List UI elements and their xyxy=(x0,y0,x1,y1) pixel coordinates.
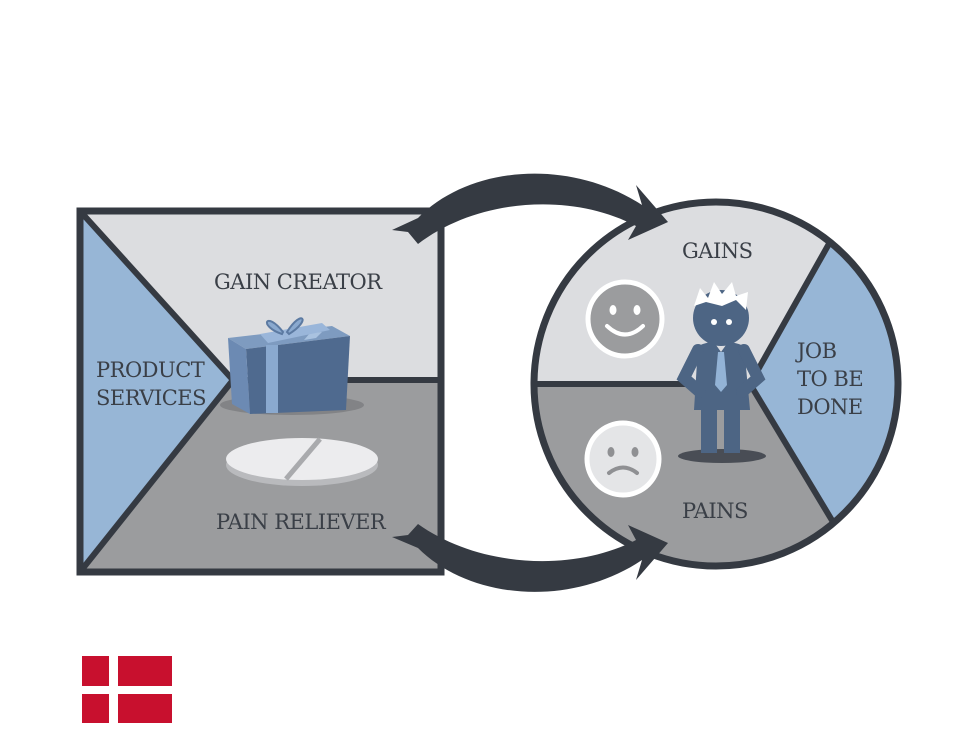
product-services-line-2: SERVICES xyxy=(96,386,207,410)
smiley-sad-icon xyxy=(584,420,662,498)
product-services-label: PRODUCT SERVICES xyxy=(96,356,207,412)
product-services-line-1: PRODUCT xyxy=(96,358,205,382)
gain-creator-label: GAIN CREATOR xyxy=(214,270,382,294)
pill-icon xyxy=(226,437,378,486)
job-line-1: JOB xyxy=(797,339,837,363)
cycle-arrow-icon xyxy=(392,173,668,592)
smiley-happy-icon xyxy=(585,279,665,359)
pains-label: PAINS xyxy=(682,499,748,523)
person-icon xyxy=(676,282,766,463)
product-services-region xyxy=(80,211,233,572)
top-arrow xyxy=(392,173,668,244)
gift-box-icon xyxy=(220,317,364,415)
job-to-be-done-label: JOB TO BE DONE xyxy=(797,337,864,421)
danish-flag-icon xyxy=(82,656,172,723)
job-line-2: TO BE xyxy=(797,367,864,391)
job-line-3: DONE xyxy=(797,395,863,419)
gains-label: GAINS xyxy=(682,239,753,263)
pain-reliever-label: PAIN RELIEVER xyxy=(216,510,386,534)
bottom-arrow xyxy=(392,524,668,592)
gain-creator-region xyxy=(80,211,441,380)
